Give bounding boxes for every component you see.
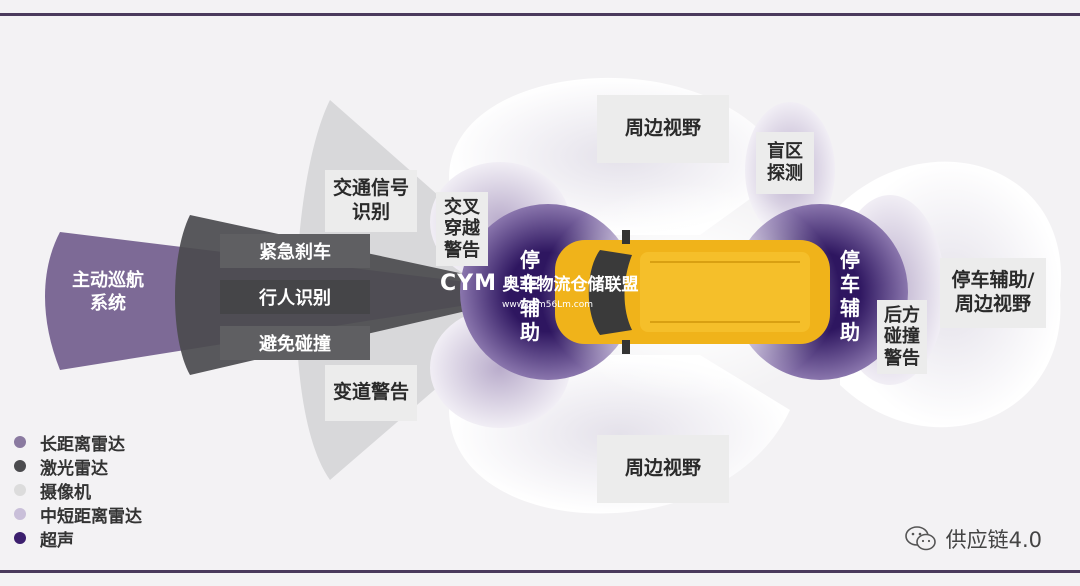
car xyxy=(555,230,830,354)
parking-front-label: 停 车 辅 助 xyxy=(520,248,540,344)
pedestrian-label: 行人识别 xyxy=(259,288,331,309)
watermark: CYM 奥菲物流仓储联盟 www.oym56Lm.com xyxy=(440,270,639,310)
lane-change-box: 变道警告 xyxy=(325,365,417,421)
peripheral-bottom-box: 周边视野 xyxy=(597,435,729,503)
watermark-url: www.oym56Lm.com xyxy=(502,300,594,310)
wechat-icon xyxy=(904,526,936,551)
legend-dot-icon xyxy=(14,460,26,472)
blind-spot-label: 盲区 探测 xyxy=(767,140,803,185)
watermark-name: 奥菲物流仓储联盟 xyxy=(502,275,639,295)
legend-label: 中短距离雷达 xyxy=(40,506,142,527)
parking-rear-label: 停 车 辅 助 xyxy=(840,248,860,344)
emergency-brake-box: 紧急刹车 xyxy=(220,234,370,268)
brand-badge: 供应链4.0 xyxy=(904,524,1042,554)
collision-avoid-box: 避免碰撞 xyxy=(220,326,370,360)
legend-label: 超声 xyxy=(40,530,74,551)
legend-item: 长距离雷达 xyxy=(14,430,142,455)
blind-spot-box: 盲区 探测 xyxy=(756,132,814,194)
mirror-bottom xyxy=(622,340,630,354)
traffic-sign-box: 交通信号 识别 xyxy=(325,170,417,232)
legend-label: 激光雷达 xyxy=(40,458,108,479)
peripheral-top-box: 周边视野 xyxy=(597,95,729,163)
legend-item: 中短距离雷达 xyxy=(14,502,142,527)
bottom-frame-line xyxy=(0,570,1080,573)
top-frame-line xyxy=(0,13,1080,16)
parking-surround-box: 停车辅助/ 周边视野 xyxy=(940,258,1046,328)
peripheral-top-label: 周边视野 xyxy=(624,117,701,140)
brand-name: 供应链4.0 xyxy=(945,528,1042,552)
mirror-top xyxy=(622,230,630,244)
legend-dot-icon xyxy=(14,508,26,520)
peripheral-bottom-label: 周边视野 xyxy=(624,457,701,480)
legend-label: 摄像机 xyxy=(40,482,91,503)
car-roof xyxy=(640,252,810,332)
cruise-control-label: 主动巡航 系统 xyxy=(72,270,144,314)
cross-traffic-label: 交叉 穿越 警告 xyxy=(444,197,480,261)
watermark-logo: CYM xyxy=(440,271,497,296)
legend-dot-icon xyxy=(14,436,26,448)
pedestrian-box: 行人识别 xyxy=(220,280,370,314)
legend-dot-icon xyxy=(14,484,26,496)
parking-surround-label: 停车辅助/ 周边视野 xyxy=(951,269,1035,315)
legend: 长距离雷达 激光雷达 摄像机 中短距离雷达 超声 xyxy=(14,430,142,551)
traffic-sign-label: 交通信号 识别 xyxy=(332,177,409,223)
rear-collision-box: 后方 碰撞 警告 xyxy=(877,300,927,374)
emergency-brake-label: 紧急刹车 xyxy=(259,242,331,263)
lane-change-label: 变道警告 xyxy=(332,381,409,404)
rear-collision-label: 后方 碰撞 警告 xyxy=(884,305,920,369)
legend-item: 摄像机 xyxy=(14,478,142,503)
car-windshield xyxy=(588,250,632,335)
legend-dot-icon xyxy=(14,532,26,544)
cross-traffic-box: 交叉 穿越 警告 xyxy=(436,192,488,266)
legend-item: 激光雷达 xyxy=(14,454,142,479)
collision-avoid-label: 避免碰撞 xyxy=(259,334,331,355)
legend-item: 超声 xyxy=(14,526,142,551)
legend-label: 长距离雷达 xyxy=(40,434,125,455)
